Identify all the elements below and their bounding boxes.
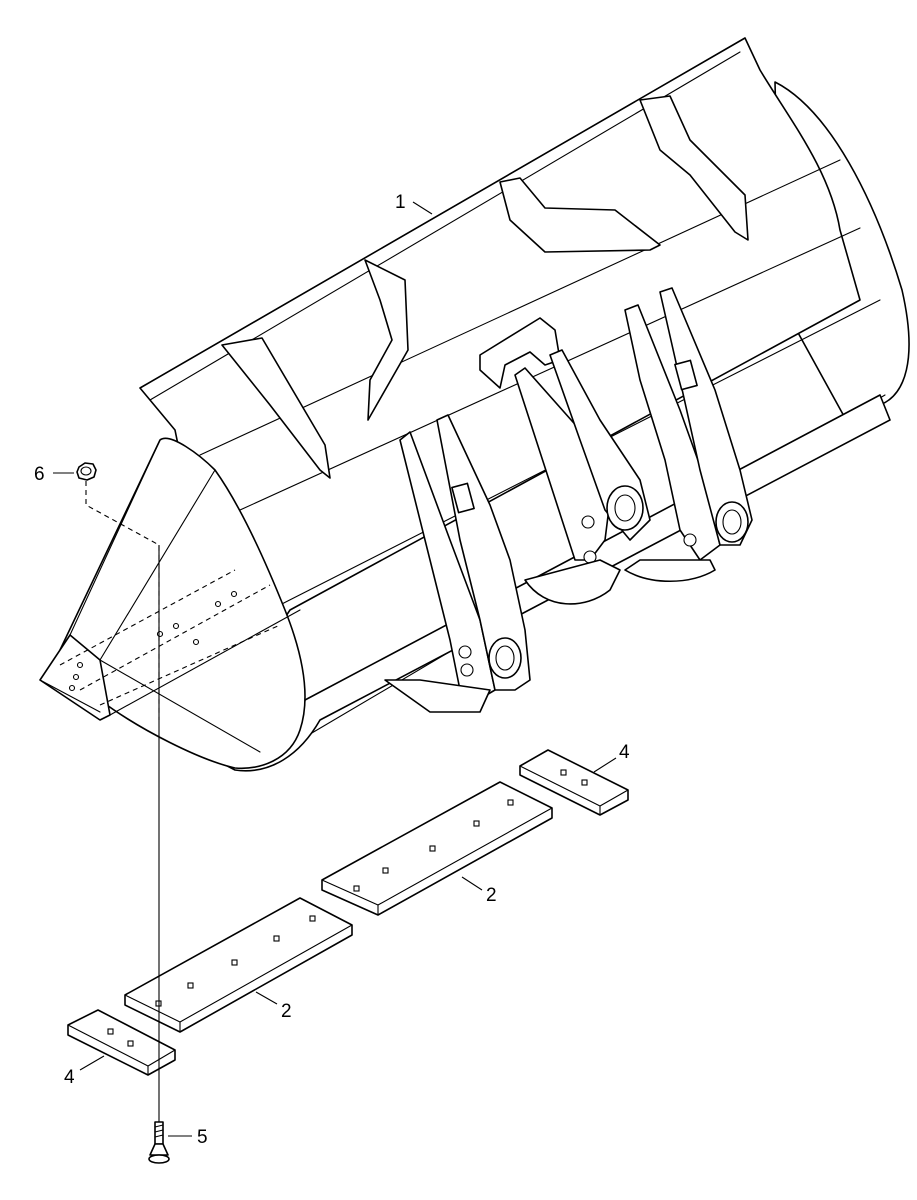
center-link-bracket — [479, 317, 561, 389]
floor-bolt-holes — [68, 590, 238, 692]
top-bracket-center — [499, 177, 661, 253]
leader-6-dashed — [85, 481, 160, 720]
callout-4-upper: 4 — [619, 742, 630, 763]
leader-4-lower — [79, 1055, 105, 1071]
end-bit-upper — [519, 749, 629, 816]
end-bit-lower — [67, 1009, 176, 1076]
center-link-ear-outer — [514, 367, 611, 561]
bucket — [39, 37, 910, 772]
leader-4-upper — [593, 757, 617, 773]
callout-6: 6 — [34, 464, 45, 485]
callout-1: 1 — [395, 192, 406, 213]
hinge-ear-left-inner — [436, 414, 531, 691]
top-bracket-left — [221, 337, 331, 479]
callout-5: 5 — [197, 1127, 208, 1148]
hinge-pin-left — [488, 637, 522, 679]
callout-2-lower: 2 — [281, 1001, 292, 1022]
leader-2-upper — [461, 876, 483, 891]
hinge-pin-right — [715, 501, 749, 543]
hinge-ear-right-slot — [674, 359, 698, 391]
left-ear-base — [384, 679, 491, 713]
leader-2-lower — [255, 991, 278, 1005]
hex-nut — [76, 462, 97, 481]
cutting-edge-lower — [124, 897, 353, 1033]
center-link-base — [524, 559, 621, 605]
callout-4-lower: 4 — [64, 1067, 75, 1088]
leader-1 — [412, 201, 433, 215]
center-link-pin — [606, 485, 644, 531]
callout-2-upper: 2 — [486, 885, 497, 906]
cutting-edge-upper — [321, 781, 553, 916]
top-bracket-right — [639, 95, 749, 241]
top-bracket-mid-left — [364, 259, 409, 421]
right-ear-base — [624, 559, 716, 583]
plow-bolt — [148, 545, 170, 1164]
hinge-ear-left-slot — [451, 482, 475, 514]
hinge-ear-right-outer — [624, 304, 721, 561]
